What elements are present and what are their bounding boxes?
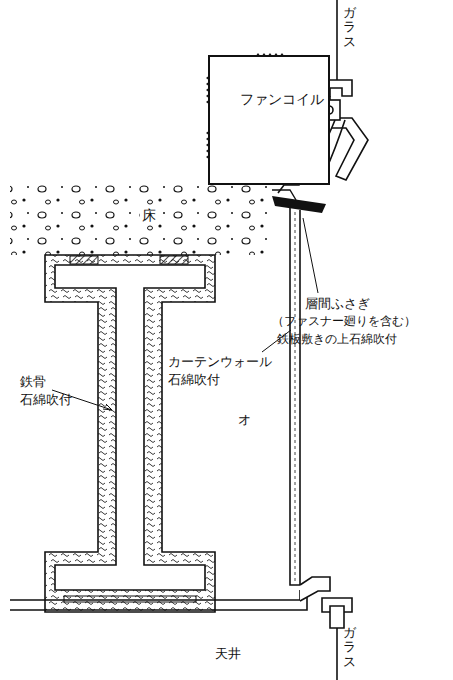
ceiling: [10, 590, 307, 610]
steel-beam: [55, 265, 205, 590]
steel-label: 鉄骨: [20, 374, 46, 390]
fire-stop-note: （ファスナー廻りを含む）: [272, 314, 416, 328]
glass-label: ガラス: [343, 6, 356, 49]
curtain-wall-panel: [290, 205, 300, 585]
fire-stop-label: 層間ふさぎ: [305, 296, 370, 312]
glass-label: ガラス: [343, 626, 356, 669]
lower-mullion: [300, 577, 352, 628]
fire-stop: [272, 196, 326, 213]
node-label: ファンコイル: [238, 91, 326, 109]
flange-plate: [64, 596, 196, 602]
node-label: 床: [140, 207, 158, 225]
ceiling-label: 天井: [215, 646, 241, 662]
beam-fireproofing: [45, 255, 215, 612]
shim-plate: [70, 256, 98, 264]
floor-slab: 床: [10, 185, 272, 255]
curtain-wall-label: カーテンウォール: [168, 354, 272, 370]
glass-pane: [336, 0, 338, 80]
curtain-wall-label: 石綿吹付: [168, 372, 220, 388]
glass-pane: [336, 628, 338, 680]
fan-coil-box: ファンコイル: [208, 55, 330, 185]
concrete-slab: [10, 185, 272, 255]
fire-stop-note: 鉄板敷きの上石綿吹付: [277, 332, 397, 346]
steel-label: 石綿吹付: [20, 392, 72, 408]
shim-plate: [160, 256, 188, 264]
callout-letter: オ: [238, 412, 251, 428]
